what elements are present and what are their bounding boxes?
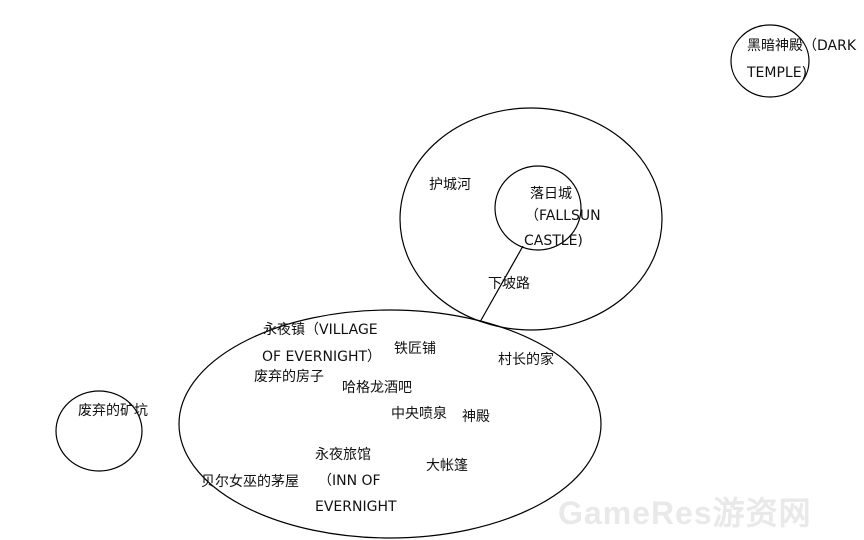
fallsun-castle-label-line3: CASTLE) <box>524 233 583 249</box>
chief-house-label: 村长的家 <box>498 352 554 368</box>
witch-hut-label: 贝尔女巫的茅屋 <box>201 474 299 490</box>
inn-label: 永夜旅馆 <box>315 447 371 463</box>
dark-temple-label: 黑暗神殿（DARK <box>747 38 857 54</box>
abandoned-mine-region <box>55 390 143 472</box>
big-tent-label: 大帐篷 <box>426 458 468 474</box>
abandoned-house-label: 废弃的房子 <box>254 369 324 385</box>
moat-label: 护城河 <box>429 177 471 193</box>
inn-label-line2: （INN OF <box>318 473 381 489</box>
blacksmith-label: 铁匠铺 <box>394 341 436 357</box>
inn-label-line3: EVERNIGHT <box>315 499 397 515</box>
downhill-road-line <box>479 245 524 323</box>
fallsun-castle-region <box>494 165 582 251</box>
abandoned-mine-label: 废弃的矿坑 <box>78 403 148 419</box>
village-label: 永夜镇（VILLAGE <box>263 322 378 338</box>
fallsun-castle-label: 落日城 <box>530 186 572 202</box>
dark-temple-region <box>730 24 810 98</box>
village-label-line2: OF EVERNIGHT） <box>262 349 382 365</box>
fallsun-castle-label-line2: （FALLSUN <box>525 208 601 224</box>
hagelong-bar-label: 哈格龙酒吧 <box>342 380 412 396</box>
downhill-road-label: 下坡路 <box>488 276 530 292</box>
dark-temple-label-line2: TEMPLE) <box>747 65 808 81</box>
moat-region <box>399 107 663 331</box>
village-region <box>178 309 602 539</box>
temple-label: 神殿 <box>462 409 490 425</box>
watermark: GameRes游资网 <box>558 495 812 531</box>
central-fountain-label: 中央喷泉 <box>391 406 447 422</box>
